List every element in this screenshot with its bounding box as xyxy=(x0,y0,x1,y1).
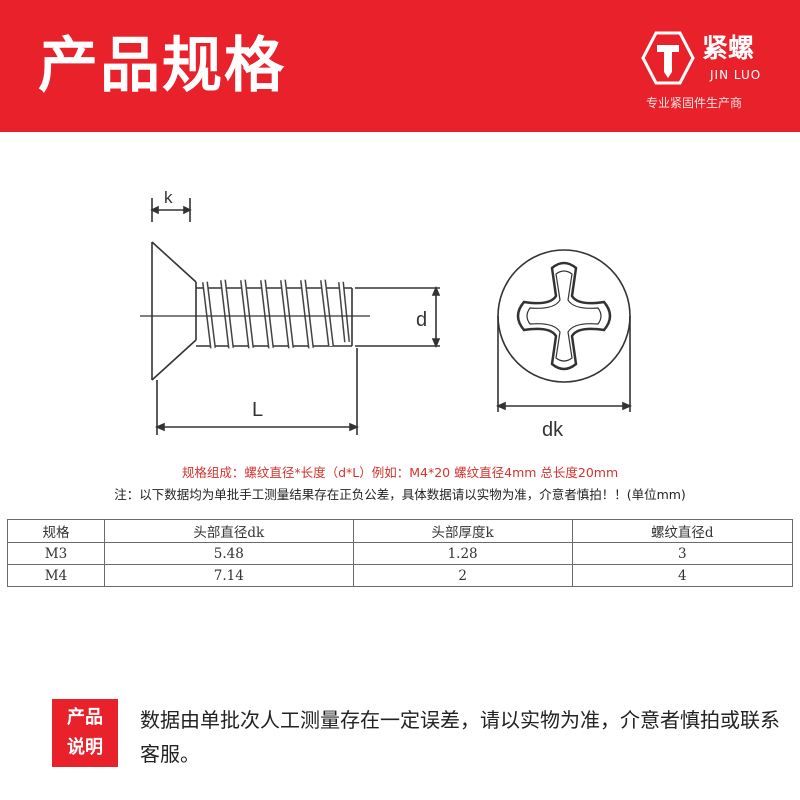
dimension-label-L: L xyxy=(252,399,263,421)
table-cell: M4 xyxy=(7,564,105,587)
table-cell: 7.14 xyxy=(103,564,354,587)
header-banner: 产品规格 紧螺 JIN LUO 专业紧固件生产商 xyxy=(0,0,800,132)
description-badge-line: 产品 xyxy=(67,707,103,728)
description-badge: 产品 说明 xyxy=(52,699,118,767)
brand-pinyin: JIN LUO xyxy=(710,68,762,82)
measurement-note: 注：以下数据均为单批手工测量结果存在正负公差，具体数据请以实物为准，介意者慎拍！… xyxy=(114,487,686,502)
brand-logo-icon xyxy=(641,31,695,85)
table-header-cell: 头部厚度k xyxy=(352,519,573,543)
table-cell: 2 xyxy=(352,564,573,587)
description-text: 数据由单批次人工测量存在一定误差，请以实物为准，介意者慎拍或联系客服。 xyxy=(140,708,780,766)
table-header-cell: 规格 xyxy=(7,519,105,543)
page-title: 产品规格 xyxy=(38,31,286,101)
brand-slogan: 专业紧固件生产商 xyxy=(646,96,743,110)
dimension-label-d: d xyxy=(416,309,427,331)
table-cell: M3 xyxy=(7,542,105,565)
side-view-drawing xyxy=(140,198,441,435)
dimension-label-dk: dk xyxy=(542,419,564,441)
screw-diagram: k d L dk xyxy=(140,188,633,441)
brand-block: 紧螺 JIN LUO 专业紧固件生产商 xyxy=(640,24,790,124)
description-badge-line: 说明 xyxy=(67,737,103,758)
spec-table: 规格 头部直径dk 头部厚度k 螺纹直径d M3 5.48 1.28 3 M4 … xyxy=(7,519,794,587)
table-header-cell: 螺纹直径d xyxy=(571,519,794,543)
spec-format-line: 规格组成：螺纹直径*长度（d*L）例如：M4*20 螺纹直径4mm 总长度20m… xyxy=(181,465,619,480)
table-cell: 4 xyxy=(571,564,794,587)
table-row: M4 7.14 2 4 xyxy=(7,564,794,587)
table-row: M3 5.48 1.28 3 xyxy=(7,542,794,565)
table-cell: 3 xyxy=(571,542,794,565)
table-cell: 1.28 xyxy=(352,542,573,565)
dimension-label-k: k xyxy=(164,188,173,207)
brand-name: 紧螺 xyxy=(702,34,755,64)
table-header-cell: 头部直径dk xyxy=(103,519,354,543)
table-cell: 5.48 xyxy=(103,542,354,565)
table-header-row: 规格 头部直径dk 头部厚度k 螺纹直径d xyxy=(7,519,794,543)
top-view-drawing xyxy=(495,249,633,412)
